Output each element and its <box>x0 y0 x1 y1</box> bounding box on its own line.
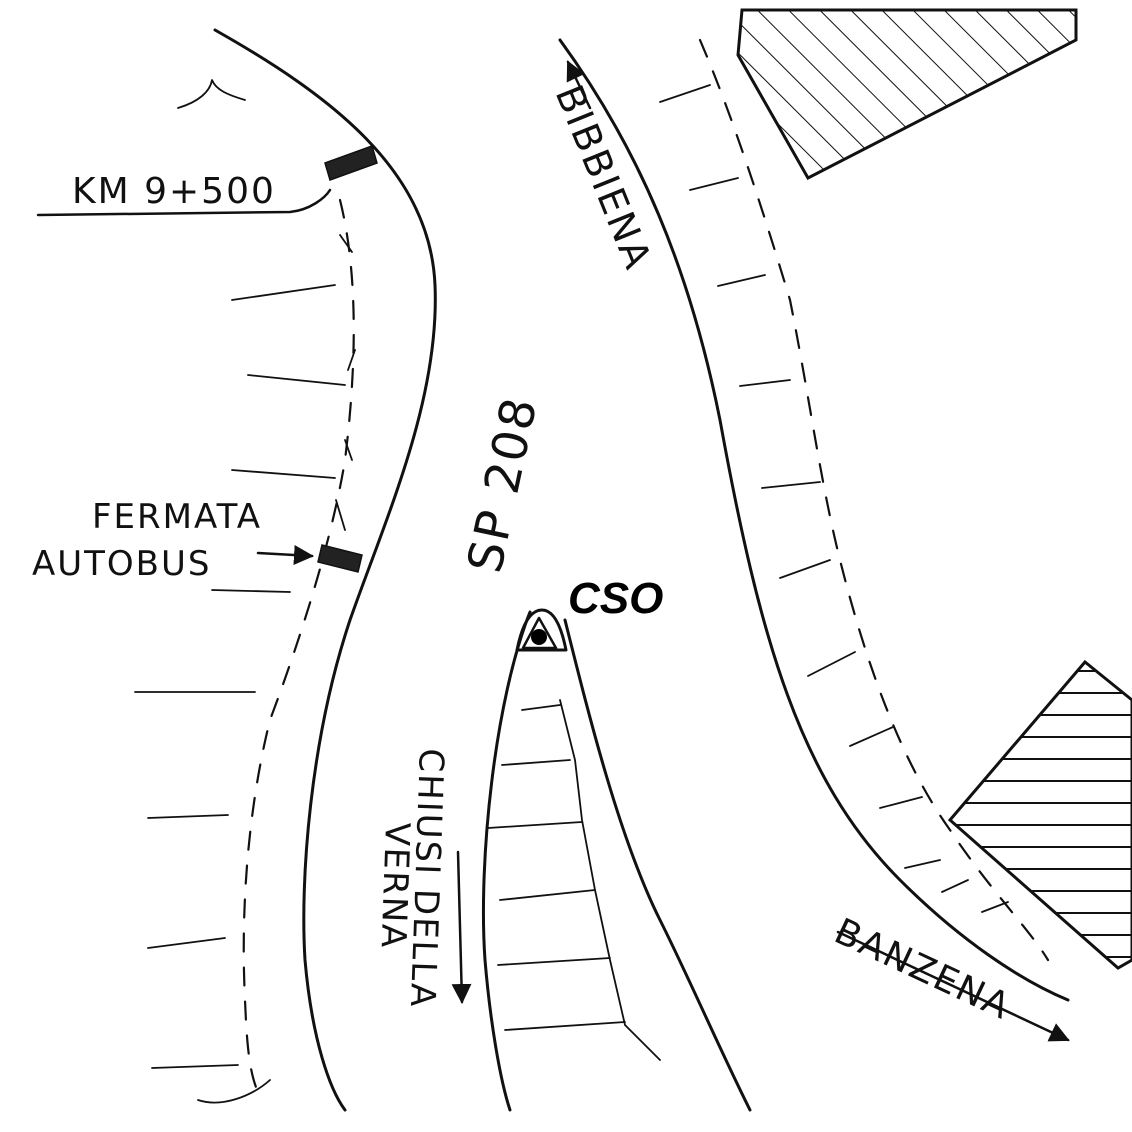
fork-right-edge <box>563 618 752 1112</box>
cso-triangle-marker <box>521 616 558 650</box>
chiusi-arrow <box>451 850 472 1004</box>
cso-label: CSO <box>568 574 663 623</box>
building-top-right <box>736 8 1078 180</box>
bibbiena-arrow <box>566 60 592 110</box>
bus-stop-bar <box>317 544 363 573</box>
km-marker-bar <box>324 145 378 181</box>
embankment-right <box>659 84 1009 913</box>
cso-point-marker <box>531 629 547 645</box>
embankment-left <box>134 79 356 1104</box>
bus-stop-label-line1: FERMATA <box>92 497 262 537</box>
building-right <box>947 659 1132 970</box>
bus-stop-arrow <box>256 545 314 565</box>
road-left-edge <box>213 28 437 1112</box>
chiusi-label-line2: VERNA <box>373 822 417 950</box>
fork-left-edge <box>481 610 532 1112</box>
road-right-edge <box>558 38 1070 1002</box>
chiusi-label-line1: CHIUSI DELLA <box>402 748 451 1009</box>
embankment-right-dashes <box>698 38 1050 962</box>
banzena-label: BANZENA <box>828 911 1017 1028</box>
traffic-island-nose <box>515 608 568 652</box>
embankment-left-dashes <box>242 198 355 1102</box>
km-marker-label: KM 9+500 <box>72 171 276 212</box>
road-number-label: SP 208 <box>457 391 549 577</box>
bus-stop-label-line2: AUTOBUS <box>32 544 211 584</box>
banzena-arrow <box>836 930 1070 1042</box>
km-marker-leader <box>36 188 332 217</box>
embankment-fork <box>487 699 661 1061</box>
